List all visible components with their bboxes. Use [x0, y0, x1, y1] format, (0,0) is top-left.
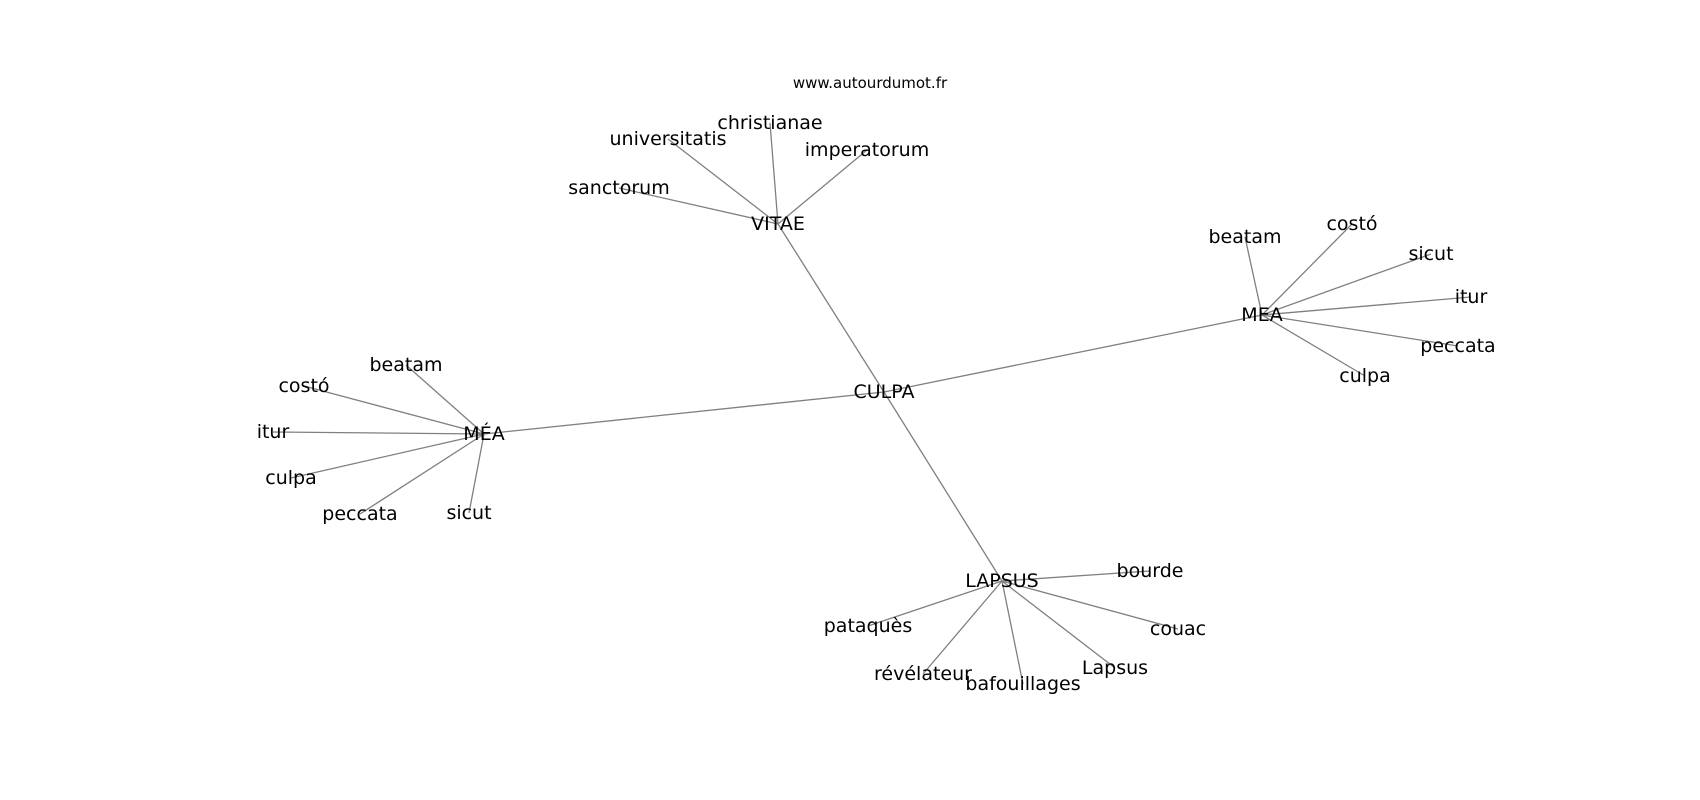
node-itur-l[interactable]: itur	[257, 421, 290, 443]
edge-mea_l-itur_l	[272, 431, 485, 435]
watermark: www.autourdumot.fr	[793, 74, 948, 92]
node-peccata-l[interactable]: peccata	[322, 503, 397, 525]
node-sicut-l[interactable]: sicut	[446, 502, 491, 524]
node-culpa-l[interactable]: culpa	[265, 467, 316, 489]
edge-culpa_c-lapsus_c	[883, 391, 1003, 582]
edge-culpa_c-vitae	[777, 223, 885, 393]
node-culpa-c[interactable]: CULPA	[854, 381, 915, 403]
node-beatam-r[interactable]: beatam	[1209, 226, 1282, 248]
edge-mea_r-beatam_r	[1244, 236, 1263, 316]
edge-mea_r-itur_r	[1261, 296, 1472, 316]
edge-mea_l-sicut_l	[468, 433, 485, 514]
node-costo-l[interactable]: costó	[278, 375, 329, 397]
node-imperatorum[interactable]: imperatorum	[805, 139, 929, 161]
node-sicut-r[interactable]: sicut	[1408, 243, 1453, 265]
edge-mea_r-culpa_r	[1261, 314, 1366, 377]
node-universitatis[interactable]: universitatis	[609, 128, 726, 150]
edge-mea_l-beatam_l	[405, 364, 485, 435]
node-peccata-r[interactable]: peccata	[1420, 335, 1495, 357]
node-pataques[interactable]: pataquès	[824, 615, 913, 637]
edge-culpa_c-mea_r	[883, 314, 1263, 393]
edge-vitae-imperatorum	[777, 149, 868, 225]
edge-lapsus_c-lapsus_l	[1001, 580, 1116, 669]
node-christianae[interactable]: christianae	[717, 112, 822, 134]
node-sanctorum[interactable]: sanctorum	[568, 177, 669, 199]
node-costo-r[interactable]: costó	[1326, 213, 1377, 235]
node-beatam-l[interactable]: beatam	[370, 354, 443, 376]
edge-culpa_c-mea_l	[483, 391, 885, 435]
edge-mea_l-peccata_l	[359, 433, 485, 515]
edge-vitae-sanctorum	[618, 187, 779, 225]
edge-lapsus_c-bourde	[1001, 570, 1151, 582]
node-revelateur[interactable]: révélateur	[874, 663, 972, 685]
nodes-layer: CULPA VITAE MEA MÉA LAPSUS christianaeunivers…	[257, 112, 1496, 695]
edge-vitae-christianae	[769, 122, 779, 225]
node-mea-r[interactable]: MEA	[1241, 304, 1282, 326]
node-lapsus-l[interactable]: Lapsus	[1082, 657, 1148, 679]
edge-lapsus_c-couac	[1001, 580, 1179, 630]
node-vitae[interactable]: VITAE	[751, 213, 805, 235]
edge-mea_r-peccata_r	[1261, 314, 1459, 347]
node-couac[interactable]: couac	[1150, 618, 1206, 640]
edge-mea_r-costo_r	[1261, 223, 1353, 316]
node-mea-l[interactable]: MÉA	[463, 422, 504, 445]
node-culpa-r[interactable]: culpa	[1339, 365, 1390, 387]
node-bourde[interactable]: bourde	[1117, 560, 1184, 582]
node-lapsus-c[interactable]: LAPSUS	[965, 570, 1039, 592]
edge-mea_l-costo_l	[303, 385, 485, 435]
edge-lapsus_c-revelateur	[922, 580, 1003, 675]
edge-mea_l-culpa_l	[290, 433, 485, 479]
edge-vitae-universitatis	[667, 138, 779, 225]
node-itur-r[interactable]: itur	[1455, 286, 1488, 308]
edge-mea_r-sicut_r	[1261, 253, 1432, 316]
node-bafouillages[interactable]: bafouillages	[965, 673, 1080, 695]
edge-lapsus_c-pataques	[867, 580, 1003, 627]
edge-lapsus_c-bafouillages	[1001, 580, 1024, 685]
edges-layer	[272, 122, 1472, 685]
